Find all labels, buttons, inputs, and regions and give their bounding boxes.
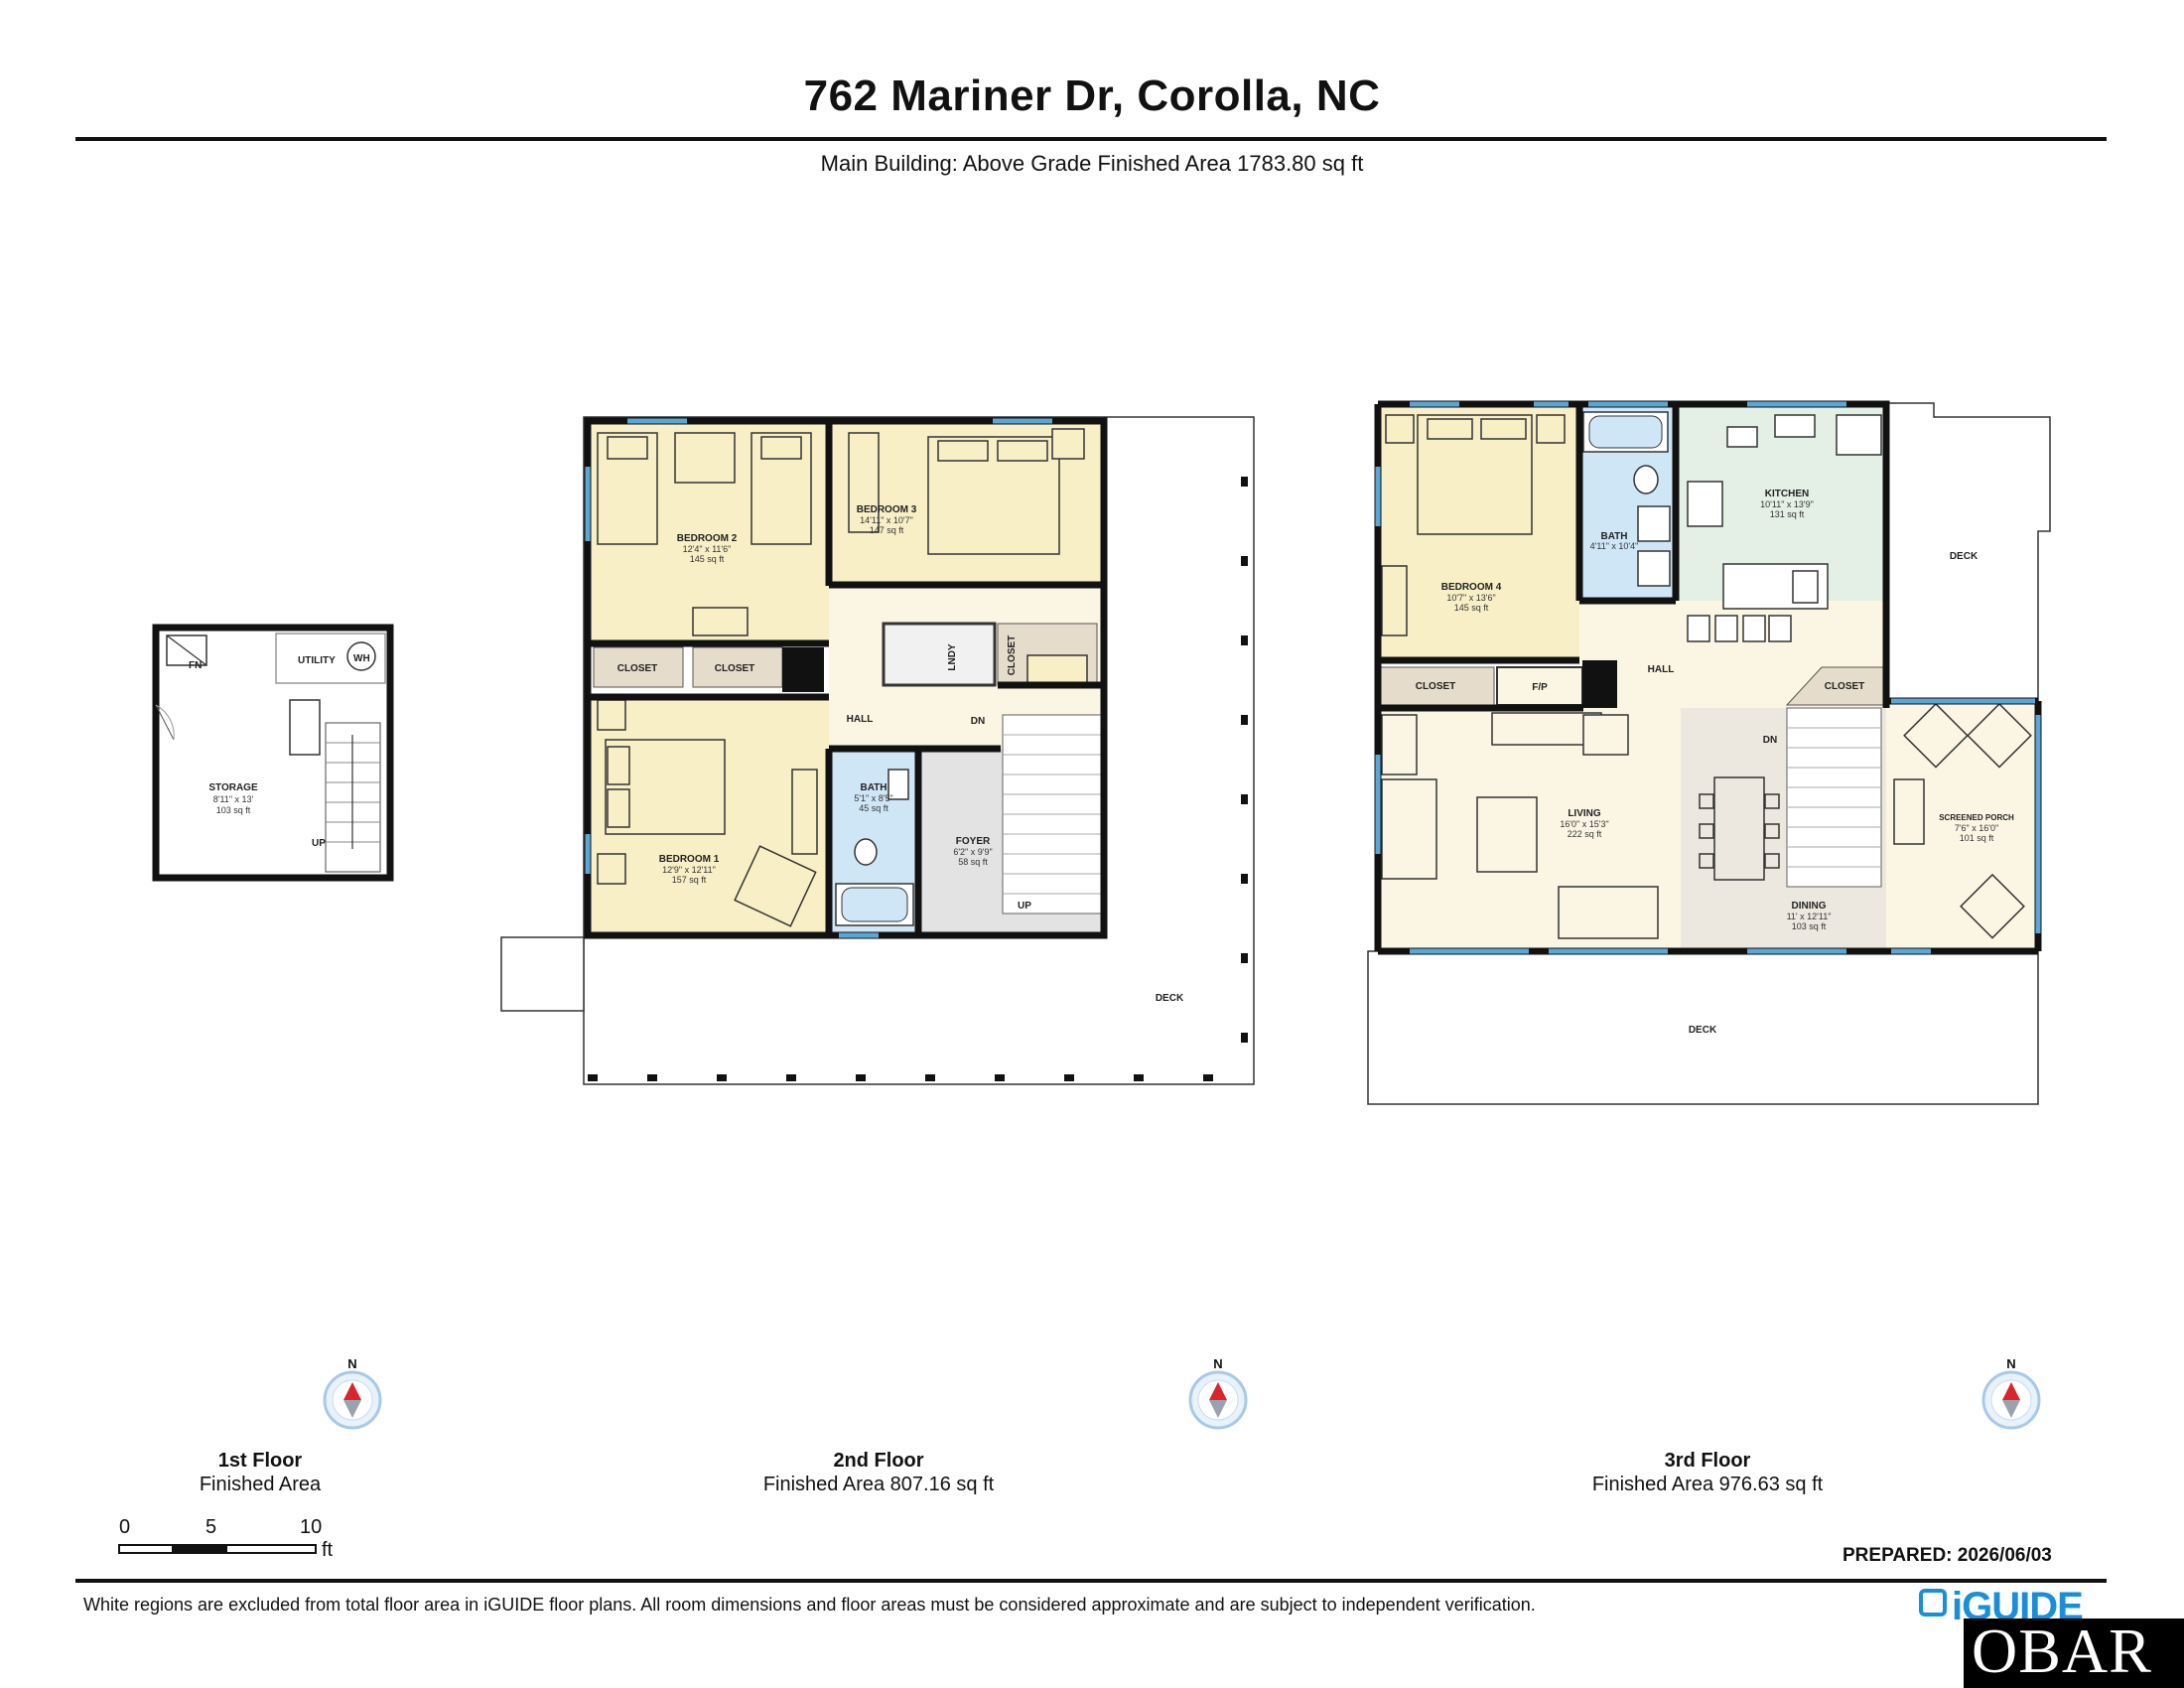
obar-logo: OBAR: [1964, 1616, 2184, 1688]
bedroom-2-area: 145 sq ft: [690, 554, 725, 564]
second-floor-plan: BEDROOM 2 12'4" x 11'6" 145 sq ft BEDROO…: [500, 416, 1255, 1085]
compass-icon: [1188, 1370, 1248, 1430]
up-label-2: UP: [1018, 901, 1031, 912]
bedroom-4-dims: 10'7" x 13'6": [1446, 593, 1495, 603]
laundry: [882, 622, 997, 687]
obar-logo-text: OBAR: [1972, 1616, 2152, 1686]
stairs-3: [1786, 707, 1882, 888]
scale-label-5: 5: [205, 1516, 217, 1538]
up-label-1: UP: [312, 838, 326, 849]
foyer-label: FOYER: [956, 836, 991, 847]
bath-2-dims: 5'1" x 8'5": [854, 793, 892, 803]
floor-1-area: Finished Area: [199, 1474, 322, 1495]
fireplace-label: F/P: [1532, 682, 1548, 693]
title-divider: [75, 137, 2107, 141]
floor-3-name: 3rd Floor: [1664, 1450, 1751, 1472]
kitchen-dims: 10'11" x 13'9": [1760, 499, 1814, 509]
kitchen-label: KITCHEN: [1765, 489, 1809, 499]
page-title: 762 Mariner Dr, Corolla, NC: [803, 71, 1381, 120]
first-floor-plan: FN UTILITY WH STORAGE 8'11" x 13' 103 sq…: [152, 624, 394, 882]
bath-3-label: BATH: [1600, 531, 1627, 542]
dn-label-2: DN: [971, 716, 985, 727]
wh-label: WH: [353, 653, 370, 664]
compass-north-label: N: [347, 1356, 357, 1371]
third-floor-plan: BEDROOM 4 10'7" x 13'6" 145 sq ft BATH 4…: [1367, 400, 2051, 1105]
living-area: 222 sq ft: [1568, 829, 1602, 839]
living-label: LIVING: [1568, 808, 1601, 819]
compass-icon: [323, 1370, 382, 1430]
foyer-dims: 6'2" x 9'9": [953, 847, 992, 857]
storage-area: 103 sq ft: [216, 805, 251, 815]
deck-3-lower: [1367, 950, 2039, 1105]
laundry-label: LNDY: [947, 643, 958, 671]
bedroom-2-label: BEDROOM 2: [677, 533, 738, 544]
hall-3-label: HALL: [1648, 664, 1675, 675]
porch-dims: 7'6" x 16'0": [1955, 823, 1998, 833]
bedroom-3-area: 147 sq ft: [870, 525, 904, 535]
dining-area: 103 sq ft: [1792, 921, 1827, 931]
water-heater: [346, 641, 376, 671]
storage-label: STORAGE: [208, 782, 258, 793]
foyer-area: 58 sq ft: [958, 857, 988, 867]
scale-bar: [118, 1544, 317, 1554]
bath-2-area: 45 sq ft: [859, 803, 888, 813]
bedroom-1-dims: 12'9" x 12'11": [662, 865, 716, 875]
floor-2-area: Finished Area 807.16 sq ft: [762, 1474, 995, 1495]
closet-d: [1377, 666, 1495, 706]
disclaimer: White regions are excluded from total fl…: [83, 1595, 1536, 1615]
utility-label: UTILITY: [298, 655, 336, 666]
dn-label-3: DN: [1763, 735, 1777, 746]
bedroom-3-label: BEDROOM 3: [857, 504, 917, 515]
bath-3-dims: 4'11" x 10'4": [1590, 541, 1639, 551]
closet-d-label: CLOSET: [1416, 681, 1456, 692]
closet-c-label: CLOSET: [1007, 635, 1018, 676]
bedroom-4-area: 145 sq ft: [1454, 603, 1489, 613]
bedroom-2-dims: 12'4" x 11'6": [683, 544, 732, 554]
hall-2-label: HALL: [847, 714, 874, 725]
floor-2-name: 2nd Floor: [833, 1450, 924, 1472]
closet-a: [593, 646, 684, 688]
scale-label-10: 10: [300, 1516, 323, 1538]
deck-3b-label: DECK: [1689, 1025, 1717, 1036]
compass-north-label: N: [2006, 1356, 2016, 1371]
bedroom-1-area: 157 sq ft: [672, 875, 707, 885]
porch-label: SCREENED PORCH: [1939, 813, 2014, 822]
bedroom-1-label: BEDROOM 1: [659, 854, 720, 865]
iguide-logo-icon: [1919, 1589, 1947, 1617]
dining-label: DINING: [1792, 901, 1827, 912]
living-dims: 16'0" x 15'3": [1560, 819, 1608, 829]
prepared-date: PREPARED: 2026/06/03: [1843, 1545, 2052, 1566]
compass-north-label: N: [1213, 1356, 1223, 1371]
scale-unit: ft: [322, 1539, 334, 1561]
porch-area: 101 sq ft: [1960, 833, 1994, 843]
floor-1-name: 1st Floor: [217, 1450, 303, 1472]
compass-icon: [1981, 1370, 2041, 1430]
bedroom-3-dims: 14'11" x 10'7": [860, 515, 913, 525]
dining-dims: 11' x 12'11": [1787, 912, 1832, 921]
page-subtitle: Main Building: Above Grade Finished Area…: [820, 151, 1364, 176]
storage-dims: 8'11" x 13': [213, 794, 254, 804]
kitchen-area: 131 sq ft: [1770, 509, 1805, 519]
deck-3a-label: DECK: [1950, 551, 1979, 562]
closet-e-label: CLOSET: [1825, 681, 1865, 692]
floor-3-area: Finished Area 976.63 sq ft: [1591, 1474, 1824, 1495]
scale-label-0: 0: [119, 1516, 131, 1538]
closet-b-label: CLOSET: [715, 663, 755, 674]
deck-2-label: DECK: [1156, 993, 1184, 1004]
bath-2-label: BATH: [860, 782, 887, 793]
bedroom-4-label: BEDROOM 4: [1441, 582, 1502, 593]
fn-label: FN: [189, 660, 202, 671]
closet-a-label: CLOSET: [617, 663, 658, 674]
footer-divider: [75, 1579, 2107, 1583]
